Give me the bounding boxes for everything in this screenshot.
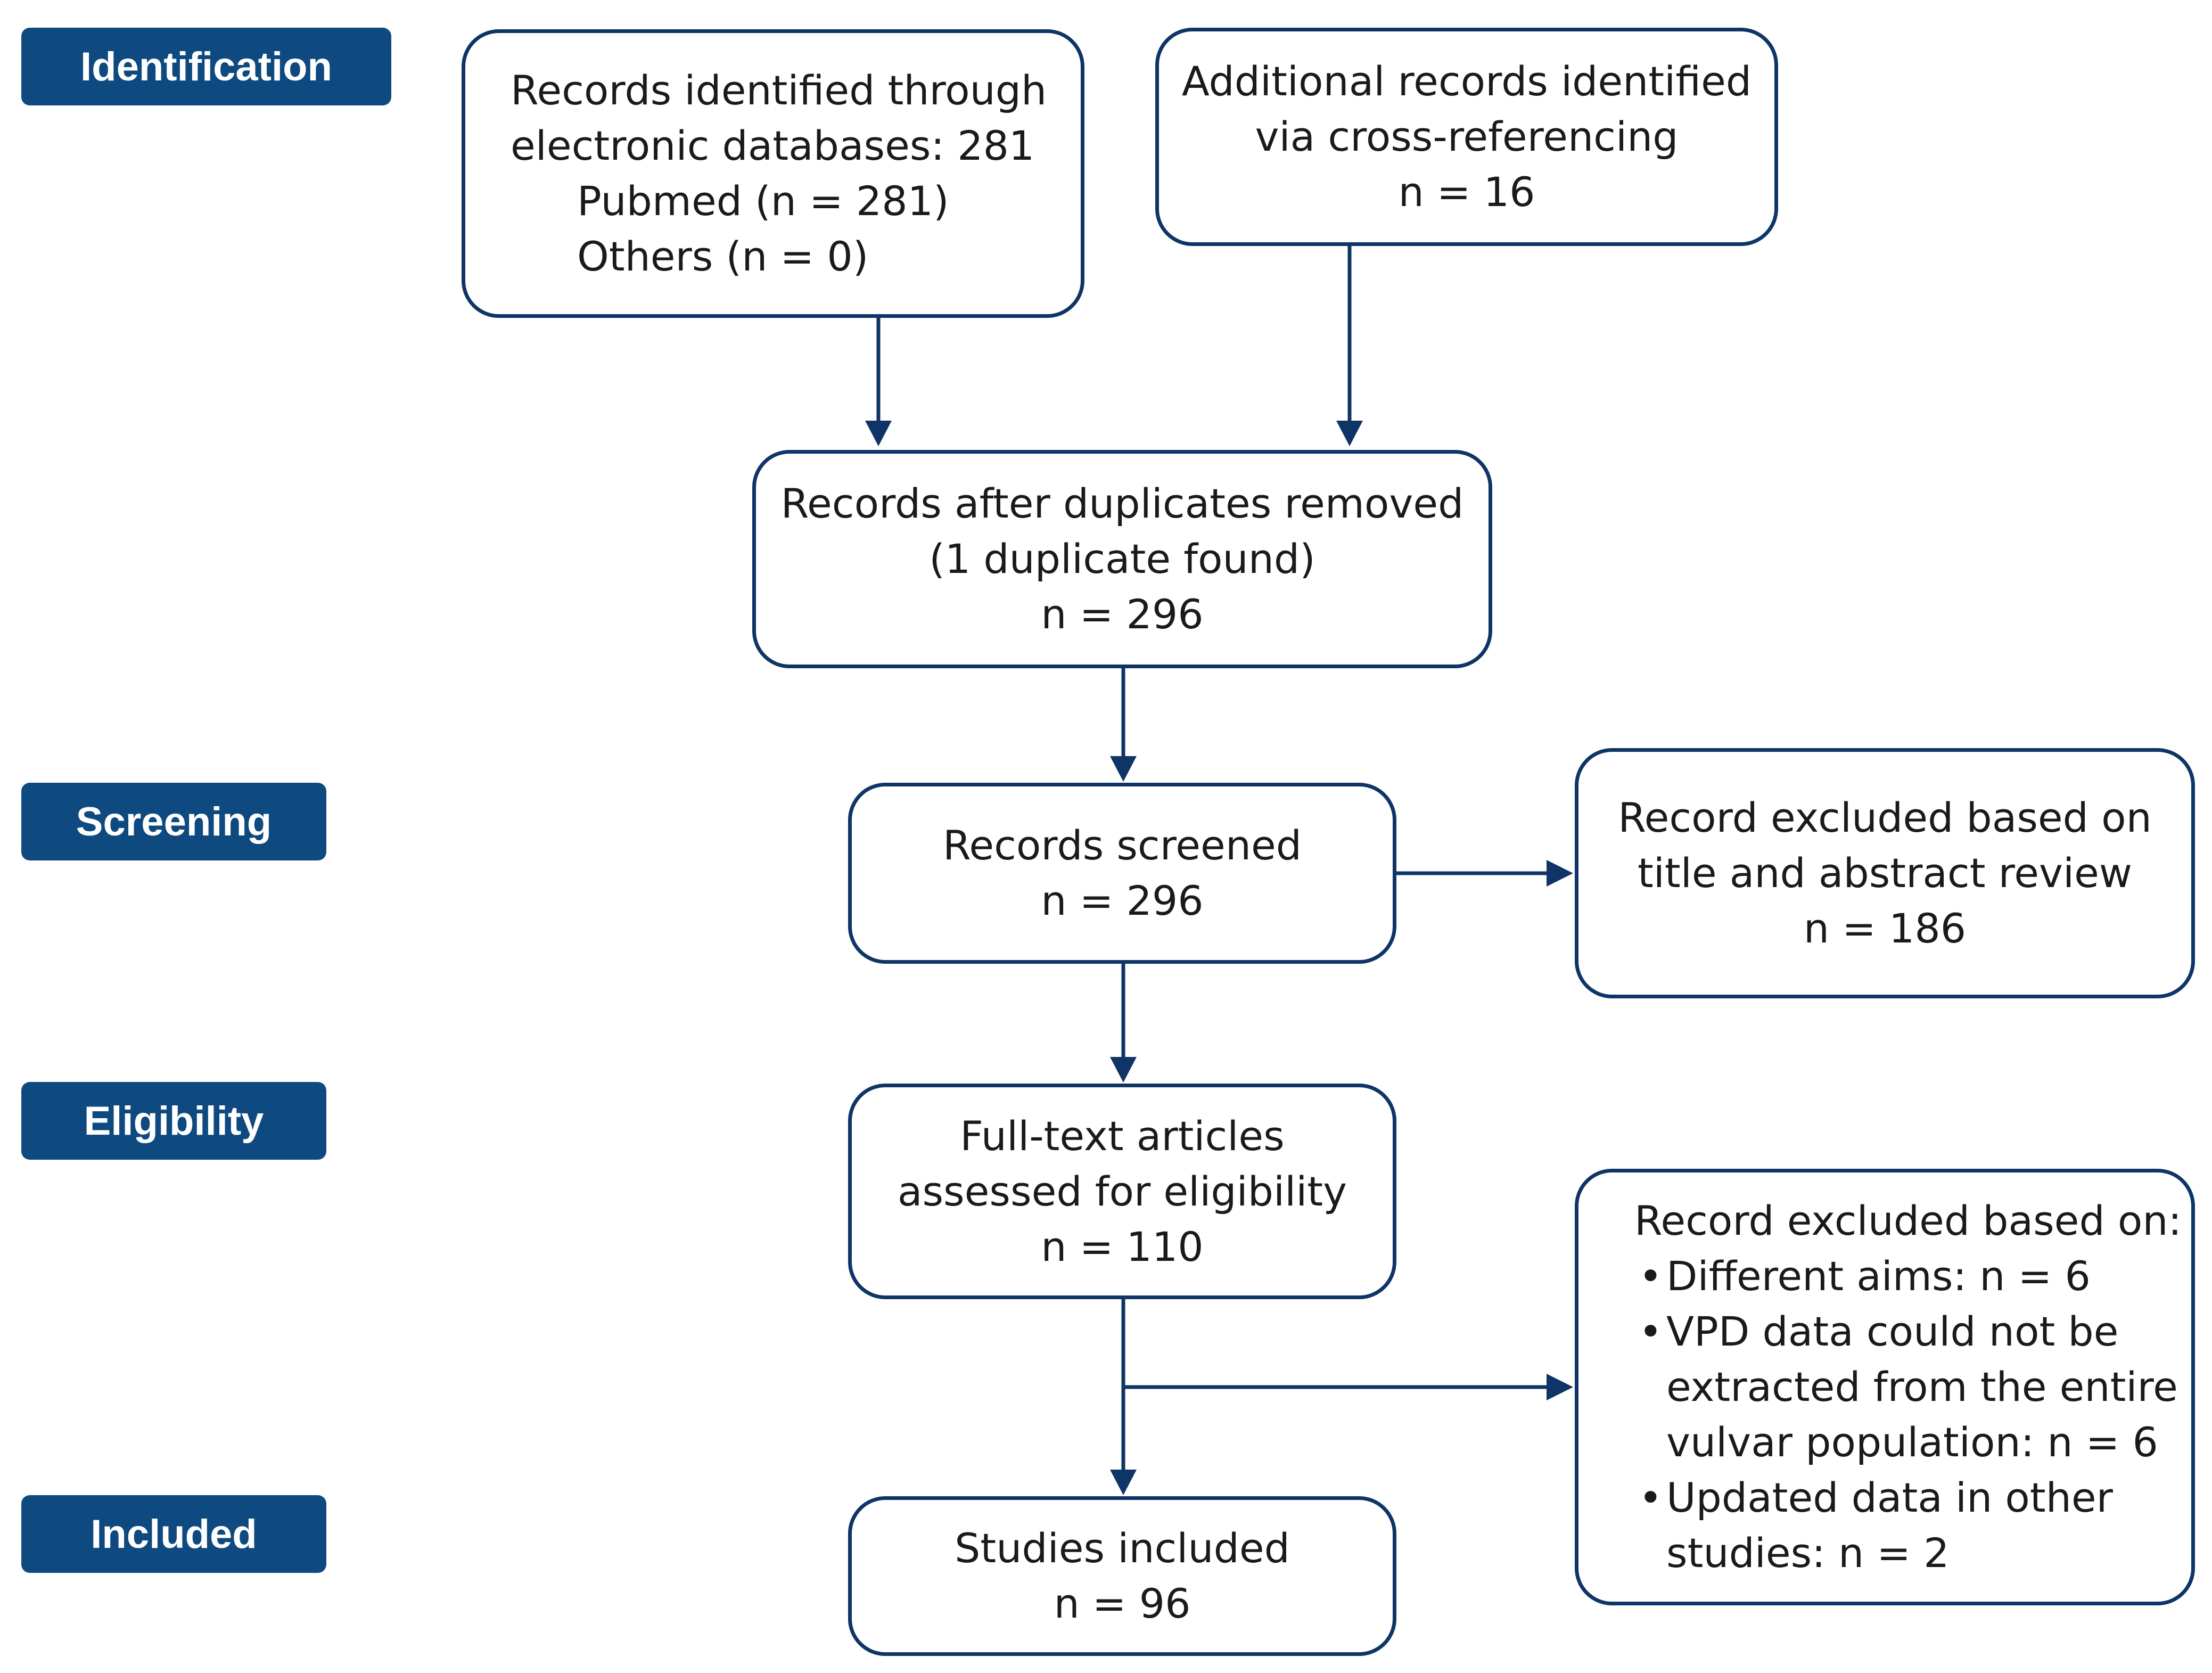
reason-2-line-2: extracted from the entire <box>1666 1363 2178 1410</box>
reason-1-line-1: Different aims: n = 6 <box>1666 1252 2091 1300</box>
box-fulltext-assessed: Full-text articles assessed for eligibil… <box>848 1084 1396 1299</box>
screened-line-2: n = 296 <box>1041 877 1204 924</box>
fulltext-line-1: Full-text articles <box>960 1112 1285 1160</box>
stage-eligibility: Eligibility <box>21 1082 326 1160</box>
screened-line-1: Records screened <box>943 822 1302 869</box>
excluded-reason: Updated data in other studies: n = 2 <box>1634 1470 2178 1581</box>
fulltext-line-2: assessed for eligibility <box>897 1167 1347 1215</box>
box-excluded-fulltext: Record excluded based on: Different aims… <box>1575 1169 2195 1605</box>
excluded-title-line-3: n = 186 <box>1803 905 1967 952</box>
box-records-screened: Records screened n = 296 <box>848 783 1396 964</box>
excluded-title-line-2: title and abstract review <box>1638 849 2132 897</box>
reason-2-line-3: vulvar population: n = 6 <box>1666 1418 2158 1466</box>
arrowhead-7 <box>1547 1374 1573 1400</box>
excluded-title-line-1: Record excluded based on <box>1618 794 2152 841</box>
duplicates-line-2: (1 duplicate found) <box>929 535 1315 583</box>
stage-screening: Screening <box>21 783 326 860</box>
crossref-line-2: via cross-referencing <box>1255 113 1679 160</box>
box-records-databases: Records identified through electronic da… <box>462 29 1084 318</box>
duplicates-line-1: Records after duplicates removed <box>780 480 1464 527</box>
box-duplicates-removed: Records after duplicates removed (1 dupl… <box>752 450 1492 668</box>
arrowhead-2 <box>1336 421 1363 446</box>
box-excluded-title-abstract: Record excluded based on title and abstr… <box>1575 748 2195 998</box>
arrowhead-4 <box>1547 860 1573 887</box>
arrowhead-1 <box>865 421 892 446</box>
stage-identification: Identification <box>21 28 391 105</box>
crossref-line-1: Additional records identified <box>1181 58 1752 105</box>
arrowhead-5 <box>1110 1057 1137 1082</box>
box-cross-referencing: Additional records identified via cross-… <box>1155 28 1778 246</box>
excluded-full-heading: Record excluded based on: <box>1634 1197 2182 1244</box>
excluded-reasons-list: Different aims: n = 6 VPD data could not… <box>1634 1249 2178 1581</box>
included-line-2: n = 96 <box>1054 1580 1191 1627</box>
included-line-1: Studies included <box>955 1524 1290 1572</box>
box-studies-included: Studies included n = 96 <box>848 1496 1396 1656</box>
reason-3-line-1: Updated data in other <box>1666 1474 2113 1521</box>
arrowhead-3 <box>1110 756 1137 782</box>
arrowhead-6 <box>1110 1470 1137 1495</box>
stage-included: Included <box>21 1495 326 1573</box>
databases-line-pubmed: Pubmed (n = 281) <box>577 177 949 225</box>
fulltext-line-3: n = 110 <box>1041 1223 1204 1270</box>
databases-line-2: electronic databases: 281 <box>511 122 1035 169</box>
crossref-line-3: n = 16 <box>1398 168 1535 216</box>
reason-3-line-2: studies: n = 2 <box>1666 1529 1950 1577</box>
databases-line-1: Records identified through <box>511 67 1047 114</box>
duplicates-line-3: n = 296 <box>1041 591 1204 638</box>
reason-2-line-1: VPD data could not be <box>1666 1308 2119 1355</box>
excluded-reason: VPD data could not be extracted from the… <box>1634 1304 2178 1470</box>
excluded-reason: Different aims: n = 6 <box>1634 1249 2178 1304</box>
databases-line-others: Others (n = 0) <box>577 233 869 280</box>
